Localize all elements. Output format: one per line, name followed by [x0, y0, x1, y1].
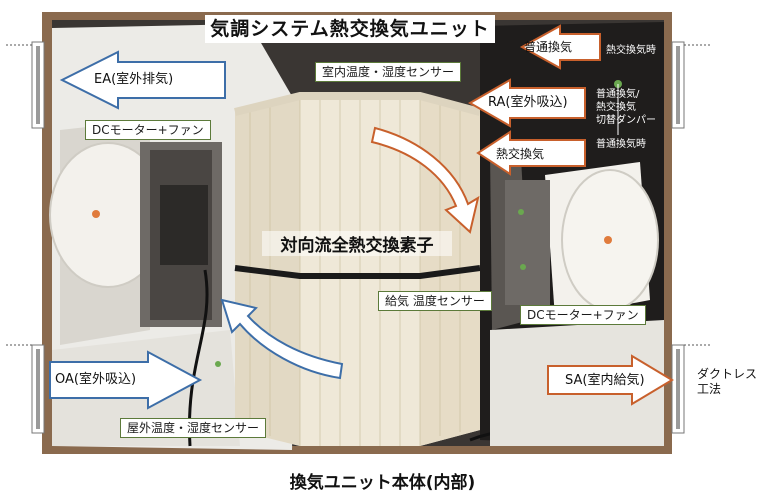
heat-exchange-vent-label: 熱交換気 — [496, 147, 545, 161]
ra-arrow — [467, 78, 586, 128]
core-flow-arrow-top — [370, 126, 480, 234]
sa-arrow — [547, 354, 674, 406]
normal-vent-arrow — [519, 24, 601, 70]
ductless-line-2: 工法 — [697, 382, 722, 396]
core-label: 対向流全熱交換素子 — [262, 231, 452, 256]
core-flow-arrow-bottom — [220, 298, 344, 380]
damper-note-line-3: 切替ダンパー — [596, 115, 656, 126]
normal-vent-label: 普通換気 — [524, 40, 573, 54]
supply-sensor-label: 給気 温度センサー — [378, 291, 492, 311]
figure-caption: 換気ユニット本体(内部) — [289, 473, 476, 493]
heat-exchange-vent-arrow — [476, 130, 586, 176]
right-fan-label: DCモーター+ファン — [520, 305, 646, 325]
diagram-title: 気調システム熱交換気ユニット — [205, 15, 495, 43]
normal-mode-note: 普通換気時 — [596, 139, 646, 150]
ra-label: RA(室外吸込) — [488, 95, 568, 110]
oa-label: OA(室外吸込) — [55, 372, 137, 387]
damper-note-line-2: 熱交換気 — [596, 102, 636, 113]
ea-arrow — [59, 50, 226, 110]
outdoor-sensor-label: 屋外温度・湿度センサー — [120, 418, 267, 438]
damper-note-line-1: 普通換気/ — [596, 89, 640, 100]
left-fan-label: DCモーター+ファン — [85, 120, 211, 140]
right-motor-plate — [505, 180, 550, 305]
indoor-sensor-label: 室内温度・湿度センサー — [315, 62, 462, 82]
ductless-line-1: ダクトレス — [697, 367, 758, 381]
ductless-note: ダクトレス 工法 — [697, 367, 757, 397]
sa-label: SA(室内給気) — [565, 373, 645, 388]
ea-label: EA(室外排気) — [94, 72, 174, 87]
oa-arrow — [49, 350, 203, 410]
heat-exchange-mode-note: 熱交換気時 — [606, 45, 656, 56]
